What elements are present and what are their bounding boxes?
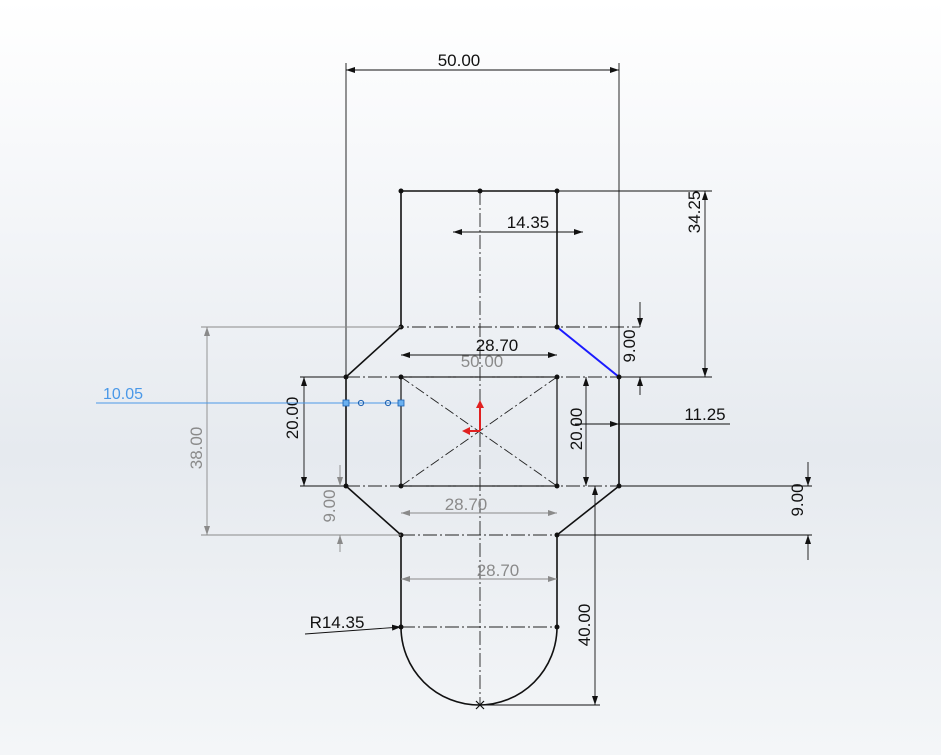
svg-text:9.00: 9.00 [620, 329, 639, 362]
svg-text:28.70: 28.70 [476, 336, 519, 355]
svg-text:14.35: 14.35 [507, 213, 550, 232]
dimension-28-70-hex[interactable]: 28.70 [401, 336, 557, 358]
svg-text:50.00: 50.00 [461, 352, 504, 371]
origin-icon[interactable] [462, 400, 484, 435]
dimension-50-top[interactable]: 50.00 [345, 51, 620, 377]
dimension-28-70-ref-2[interactable]: 28.70 [401, 561, 557, 582]
svg-text:28.70: 28.70 [445, 495, 488, 514]
dimension-9-right[interactable]: 9.00 [557, 462, 812, 560]
chamfer-bottom-left[interactable] [345, 485, 402, 536]
dimension-14-35[interactable]: 14.35 [453, 213, 583, 235]
dimension-40[interactable]: 40.00 [480, 486, 600, 706]
dimension-10-05-driven[interactable]: 10.05 [96, 386, 405, 407]
dimension-9-top[interactable]: 9.00 [620, 302, 643, 395]
dimension-20-left[interactable]: 20.00 [283, 376, 346, 487]
dimension-38-ref[interactable]: 38.00 [187, 326, 401, 536]
svg-text:40.00: 40.00 [575, 604, 594, 647]
chamfer-bottom-right[interactable] [556, 485, 620, 536]
svg-text:R14.35: R14.35 [310, 613, 365, 632]
svg-text:9.00: 9.00 [788, 483, 807, 516]
dimension-11-25[interactable]: 11.25 [575, 405, 730, 427]
dimension-20-right[interactable]: 20.00 [567, 377, 589, 486]
svg-text:20.00: 20.00 [283, 397, 302, 440]
svg-text:20.00: 20.00 [567, 408, 586, 451]
dimension-9-left-ref[interactable]: 9.00 [320, 465, 343, 552]
svg-text:50.00: 50.00 [438, 51, 481, 70]
dimension-50-inner-ref[interactable]: 50.00 [461, 352, 504, 371]
svg-text:9.00: 9.00 [320, 489, 339, 522]
dimension-28-70-ref-1[interactable]: 28.70 [401, 495, 557, 516]
svg-text:38.00: 38.00 [187, 427, 206, 470]
chamfer-top-left[interactable] [345, 326, 402, 378]
svg-text:34.25: 34.25 [685, 191, 704, 234]
svg-text:28.70: 28.70 [477, 561, 520, 580]
chamfer-top-right-selected[interactable] [556, 326, 620, 378]
dimension-34-25[interactable]: 34.25 [557, 190, 712, 378]
dimension-r14-35[interactable]: R14.35 [304, 613, 402, 635]
svg-text:11.25: 11.25 [684, 405, 725, 424]
svg-text:10.05: 10.05 [103, 386, 143, 403]
bottom-arc[interactable] [400, 626, 558, 706]
